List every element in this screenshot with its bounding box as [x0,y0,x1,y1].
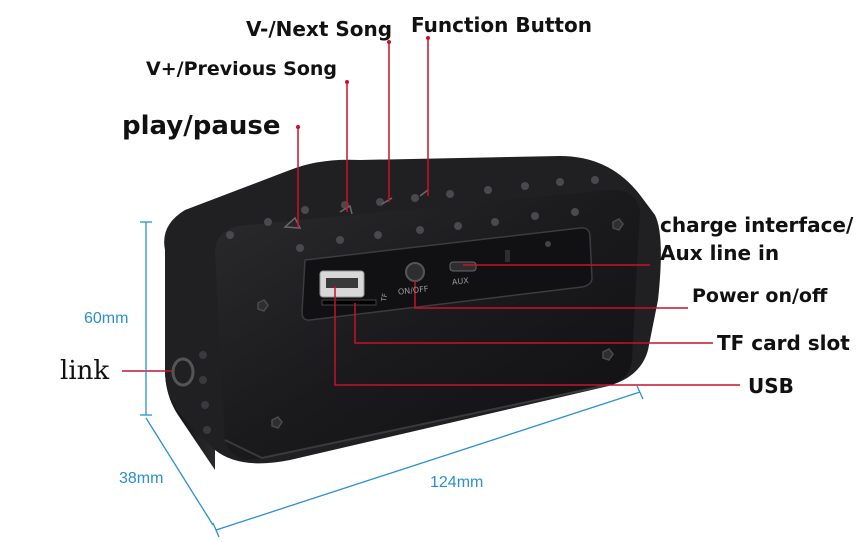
leader-usb [334,286,740,386]
dimension-height: 60mm [84,310,129,327]
panel-tf-text: TF [380,292,390,303]
screws [257,218,624,429]
leader-power [414,281,688,309]
dimension-width: 124mm [430,474,484,491]
label-function-button: Function Button [411,13,592,37]
label-usb: USB [748,374,794,398]
label-play-pause: play/pause [122,111,281,141]
lanyard-ring [171,357,195,387]
label-link: link [60,356,110,386]
label-vol-up-prev: V+/Previous Song [146,58,338,80]
dim-depth-line [145,417,214,526]
port-panel [301,227,593,321]
leader-tf [354,303,713,344]
dimension-depth: 38mm [119,470,164,487]
power-switch [405,262,425,282]
leader-lines [122,38,740,386]
label-tf-card-slot: TF card slot [717,331,850,355]
label-power-on-off: Power on/off [692,285,828,307]
dimension-lines [140,221,644,538]
label-charge-interface: charge interface/ [660,213,854,237]
label-aux-line-in: Aux line in [660,241,780,265]
tf-card-slot [321,299,377,306]
label-vol-down-next: V-/Next Song [246,17,393,41]
micro-usb-port [449,261,477,272]
dim-width-line [215,391,641,531]
